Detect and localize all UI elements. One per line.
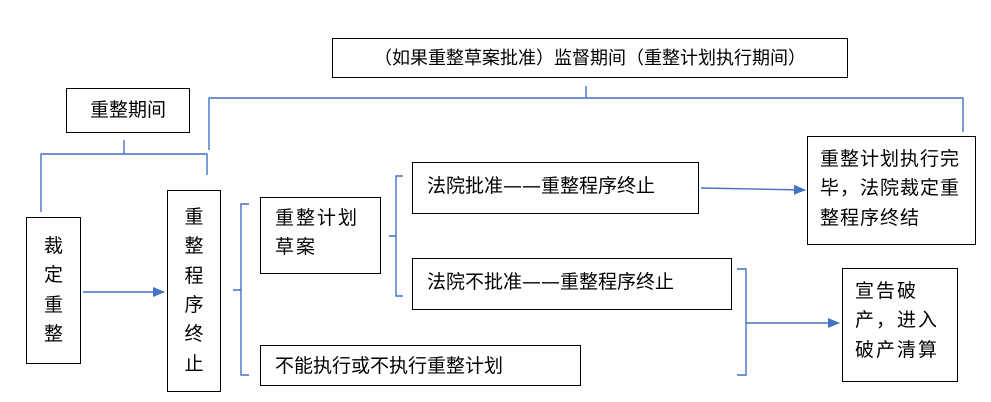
supervision-period-box: （如果重整草案批准）监督期间（重整计划执行期间） [332,38,848,78]
procedure-end-char: 序 [184,294,204,316]
reorg-period-brace [40,140,208,212]
bankruptcy-box: 宣告破产，进入破产清算 [842,268,958,382]
arrow-approve-to-done [700,184,806,195]
options-brace [233,203,249,376]
plan-draft-label: 重整计划草案 [275,207,360,258]
plan-done-box: 重整计划执行完毕，法院裁定重整程序终结 [807,136,976,245]
cannot-execute-label: 不能执行或不执行重整计划 [275,355,504,377]
procedure-end-char: 整 [184,235,204,258]
decision-brace [389,175,403,297]
reorg-period-label: 重整期间 [89,99,166,122]
supervision-period-label: （如果重整草案批准）监督期间（重整计划执行期间） [374,47,806,69]
procedure-end-char: 止 [184,352,204,375]
reorg-period-box: 重整期间 [66,88,190,133]
procedure-end-char: 程 [184,264,204,287]
supervision-period-brace [208,86,964,150]
court-approve-box: 法院批准——重整程序终止 [412,162,699,214]
plan-done-label: 重整计划执行完毕，法院裁定重整程序终结 [820,148,961,229]
procedure-end-char: 重 [184,205,204,228]
court-reject-label: 法院不批准——重整程序终止 [427,271,675,293]
ruling-char: 重 [43,293,63,316]
ruling-char: 整 [43,322,63,345]
cannot-execute-box: 不能执行或不执行重整计划 [260,345,581,386]
bankruptcy-label: 宣告破产，进入破产清算 [855,280,940,361]
procedure-end-char: 终 [184,323,204,346]
ruling-box: 裁 定 重 整 [26,217,81,364]
procedure-end-box: 重 整 程 序 终 止 [167,190,221,392]
plan-draft-box: 重整计划草案 [260,197,381,274]
bankruptcy-brace [737,268,762,376]
court-approve-label: 法院批准——重整程序终止 [427,175,656,197]
ruling-char: 定 [43,264,63,287]
ruling-char: 裁 [43,234,63,257]
court-reject-box: 法院不批准——重整程序终止 [412,258,732,310]
